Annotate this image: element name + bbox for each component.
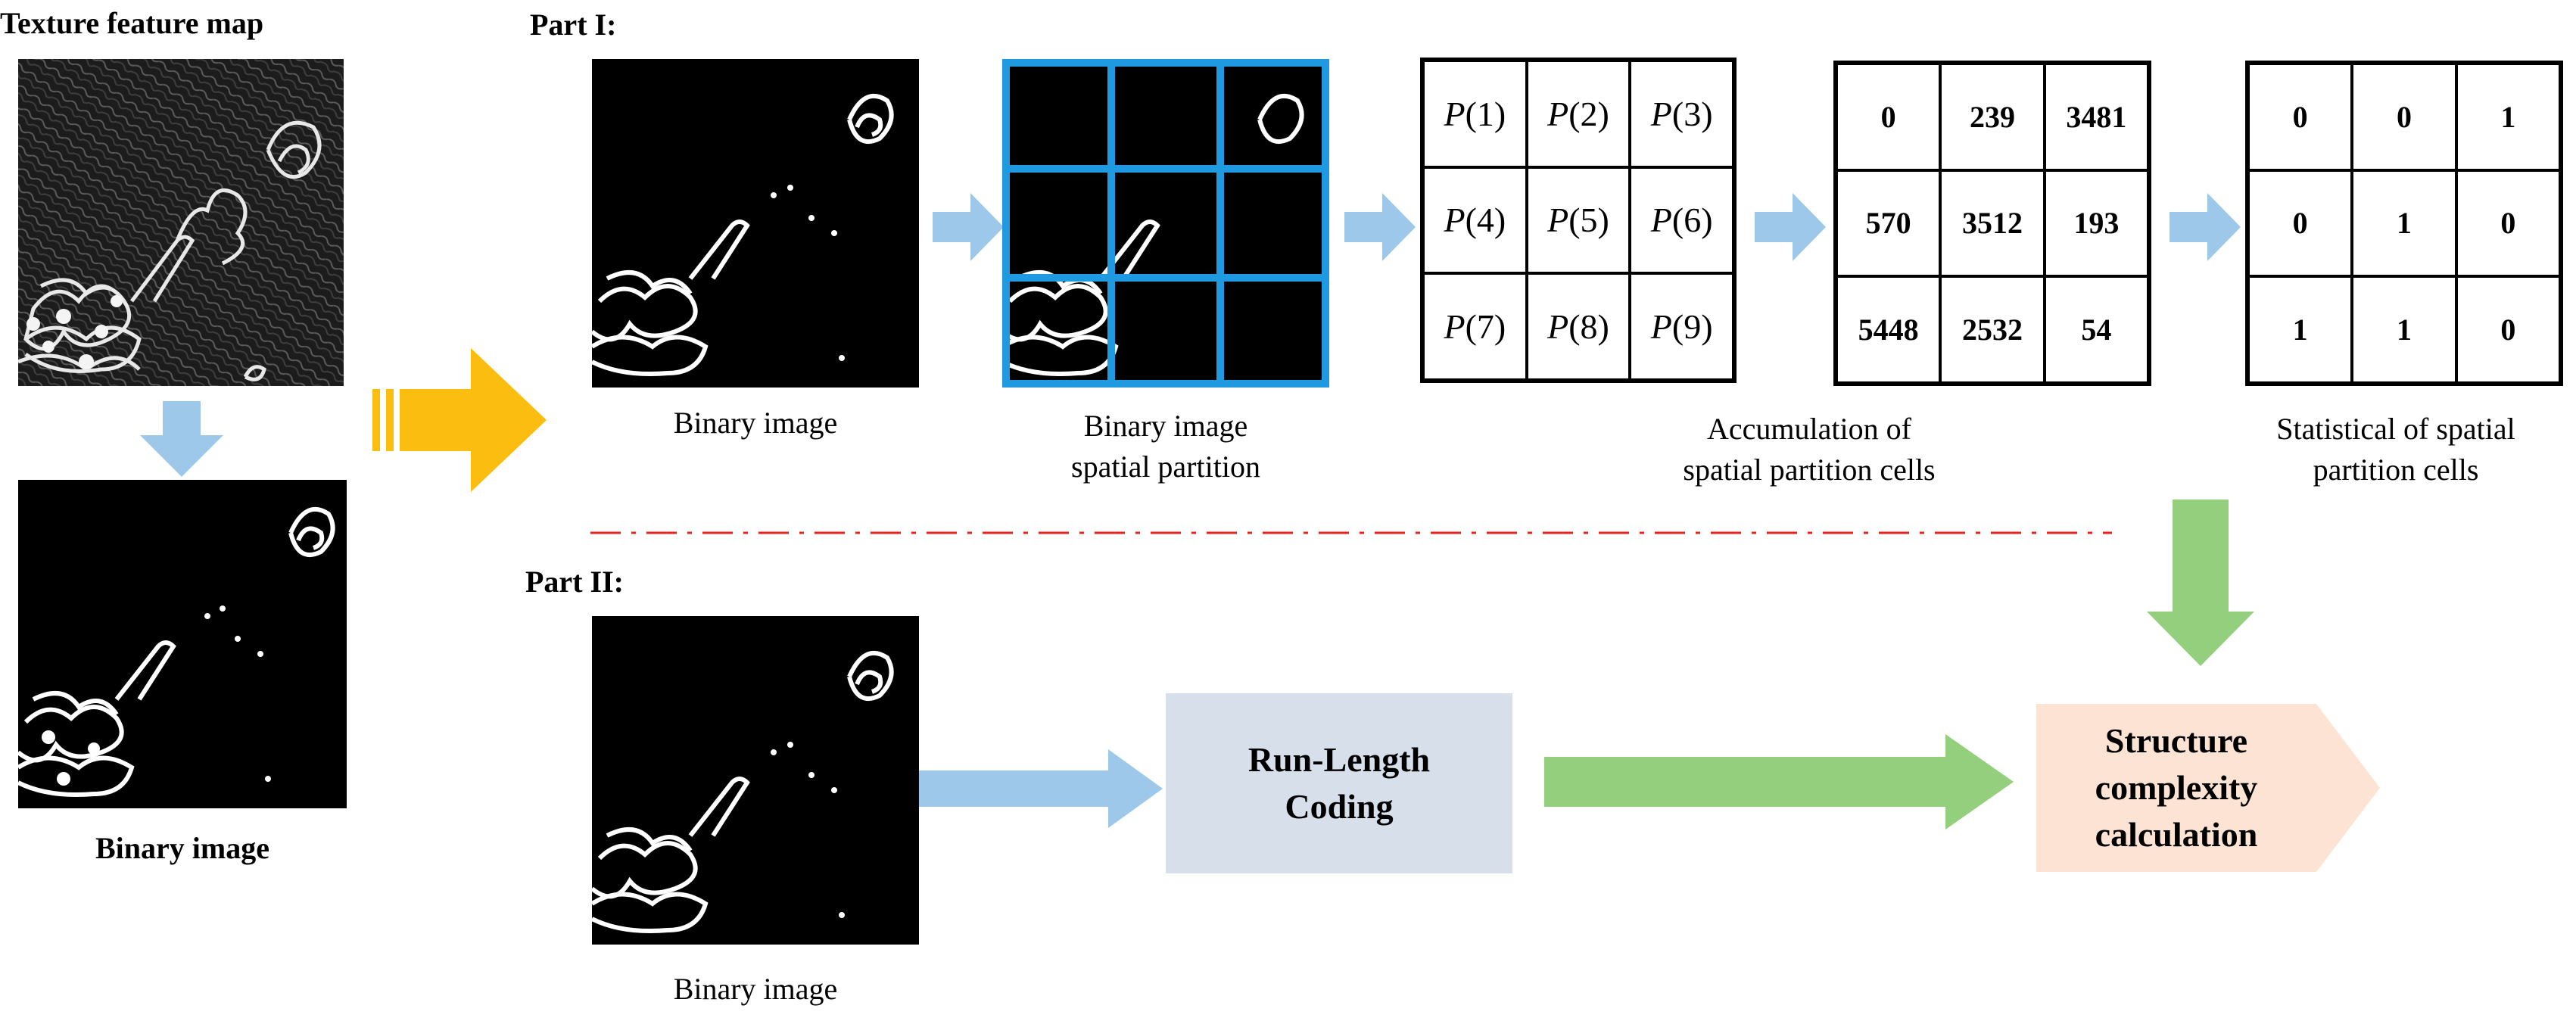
partition-cell: P(6)	[1630, 167, 1733, 274]
statistical-grid: 0 0 1 0 1 0 1 1 0	[2245, 61, 2563, 386]
accumulation-cell: 3481	[2044, 64, 2148, 170]
green-down-arrow	[2147, 500, 2254, 666]
accumulation-cell: 570	[1836, 170, 1941, 277]
partition-label-line2: spatial partition	[1071, 450, 1260, 484]
partitioned-binary-image	[1002, 59, 1329, 388]
accumulation-cell: 193	[2044, 170, 2148, 277]
statistical-cell: 0	[2248, 170, 2353, 277]
statistical-cell: 1	[2352, 170, 2456, 277]
accumulation-cell: 5448	[1836, 276, 1941, 383]
arrow-to-scc	[1544, 734, 2014, 830]
partition-cell: P(7)	[1423, 273, 1527, 380]
accumulation-cell: 54	[2044, 276, 2148, 383]
statistical-label-line2: partition cells	[2313, 453, 2479, 487]
binary-image-part1-label: Binary image	[673, 406, 838, 440]
rlc-line2: Coding	[1285, 787, 1394, 826]
arrow-to-rlc	[919, 749, 1163, 828]
binary-image-left	[18, 480, 347, 808]
partition-cell: P(2)	[1526, 61, 1631, 167]
arrow-p1-2	[1344, 193, 1416, 261]
statistical-cell: 1	[2248, 276, 2353, 383]
partition-cell: P(8)	[1526, 273, 1631, 380]
statistical-cell: 0	[2456, 276, 2560, 383]
binary-image-part1	[592, 59, 919, 388]
statistical-cell: 1	[2352, 276, 2456, 383]
statistical-cell: 0	[2456, 170, 2560, 277]
statistical-cell: 0	[2248, 64, 2353, 170]
accumulation-cell: 3512	[1940, 170, 2045, 277]
part-separator-line	[590, 531, 2112, 534]
rlc-line1: Run-Length	[1248, 740, 1431, 779]
partition-cell: P(4)	[1423, 167, 1527, 274]
run-length-coding-box: Run-Length Coding	[1166, 693, 1512, 873]
scc-line3: calculation	[2095, 815, 2258, 854]
partition-cell: P(9)	[1630, 273, 1733, 380]
part1-label: Part I:	[530, 8, 617, 42]
arrow-p1-1	[933, 193, 1004, 261]
accumulation-label-line2: spatial partition cells	[1683, 453, 1936, 487]
texture-feature-map-image	[18, 59, 344, 386]
binary-image-left-label: Binary image	[95, 831, 269, 865]
structure-complexity-box: Structure complexity calculation	[2036, 704, 2316, 872]
partition-cell: P(3)	[1630, 61, 1733, 167]
down-arrow-left	[140, 401, 223, 477]
partition-cells-grid: P(1) P(2) P(3) P(4) P(5) P(6) P(7) P(8) …	[1420, 58, 1737, 383]
binary-image-part2	[592, 616, 919, 945]
partition-cell: P(5)	[1526, 167, 1631, 274]
texture-map-title: Texture feature map	[0, 6, 264, 40]
structure-complexity-box-bg	[2036, 704, 2380, 872]
accumulation-cell: 2532	[1940, 276, 2045, 383]
statistical-label-line1: Statistical of spatial	[2276, 412, 2515, 446]
scc-line1: Structure	[2104, 721, 2248, 760]
yellow-arrow	[372, 348, 547, 492]
accumulation-cell: 0	[1836, 64, 1941, 170]
arrow-p1-3	[1755, 193, 1826, 261]
partition-cell: P(1)	[1423, 61, 1527, 167]
accumulation-label-line1: Accumulation of	[1707, 412, 1911, 446]
scc-line2: complexity	[2095, 768, 2258, 807]
binary-image-part2-label: Binary image	[673, 972, 838, 1006]
part2-label: Part II:	[525, 565, 624, 599]
statistical-cell: 0	[2352, 64, 2456, 170]
accumulation-grid: 0 239 3481 570 3512 193 5448 2532 54	[1833, 61, 2151, 386]
arrow-p1-4	[2170, 193, 2241, 261]
accumulation-cell: 239	[1940, 64, 2045, 170]
statistical-cell: 1	[2456, 64, 2560, 170]
partition-label-line1: Binary image	[1083, 409, 1248, 443]
